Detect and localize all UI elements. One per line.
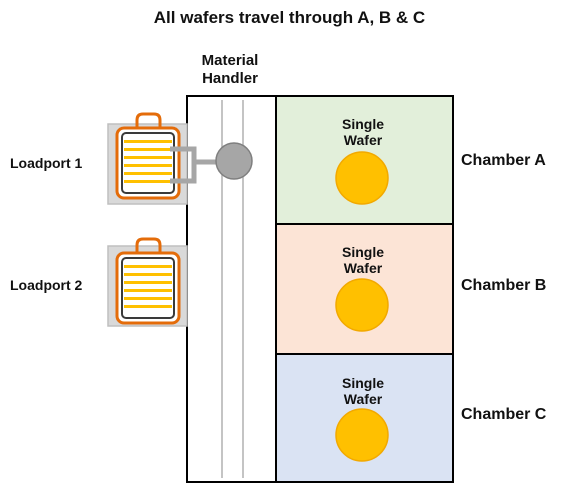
wafer-c-label-line2: Wafer	[343, 391, 383, 407]
material-handler-label-line2: Handler	[202, 70, 258, 87]
wafer-b-icon	[335, 278, 389, 332]
foup-1-icon	[115, 112, 181, 200]
foup-2-icon	[115, 237, 181, 325]
wafer-c-label: Single Wafer	[278, 375, 448, 407]
material-handler-label-line1: Material	[201, 52, 259, 69]
loadport-1-label: Loadport 1	[10, 155, 83, 171]
robot-arm	[170, 146, 197, 184]
wafer-b-label: Single Wafer	[278, 244, 448, 276]
loadport-2-label: Loadport 2	[10, 277, 83, 293]
wafer-c-icon	[335, 408, 389, 462]
wafer-b-label-line2: Wafer	[343, 260, 383, 276]
robot-icon	[215, 142, 253, 180]
chamber-b-label: Chamber B	[461, 277, 547, 294]
chamber-a-label: Chamber A	[461, 152, 546, 169]
wafer-a-icon	[335, 151, 389, 205]
wafer-a-label-line2: Wafer	[343, 132, 383, 148]
chamber-c-label: Chamber C	[461, 406, 547, 423]
wafer-b-label-line1: Single	[341, 244, 384, 260]
wafer-c-label-line1: Single	[341, 375, 384, 391]
wafer-a-label-line1: Single	[341, 116, 384, 132]
wafer-a-label: Single Wafer	[278, 116, 448, 148]
diagram-title: All wafers travel through A, B & C	[153, 8, 426, 27]
material-handler-label: Material Handler	[180, 52, 280, 88]
